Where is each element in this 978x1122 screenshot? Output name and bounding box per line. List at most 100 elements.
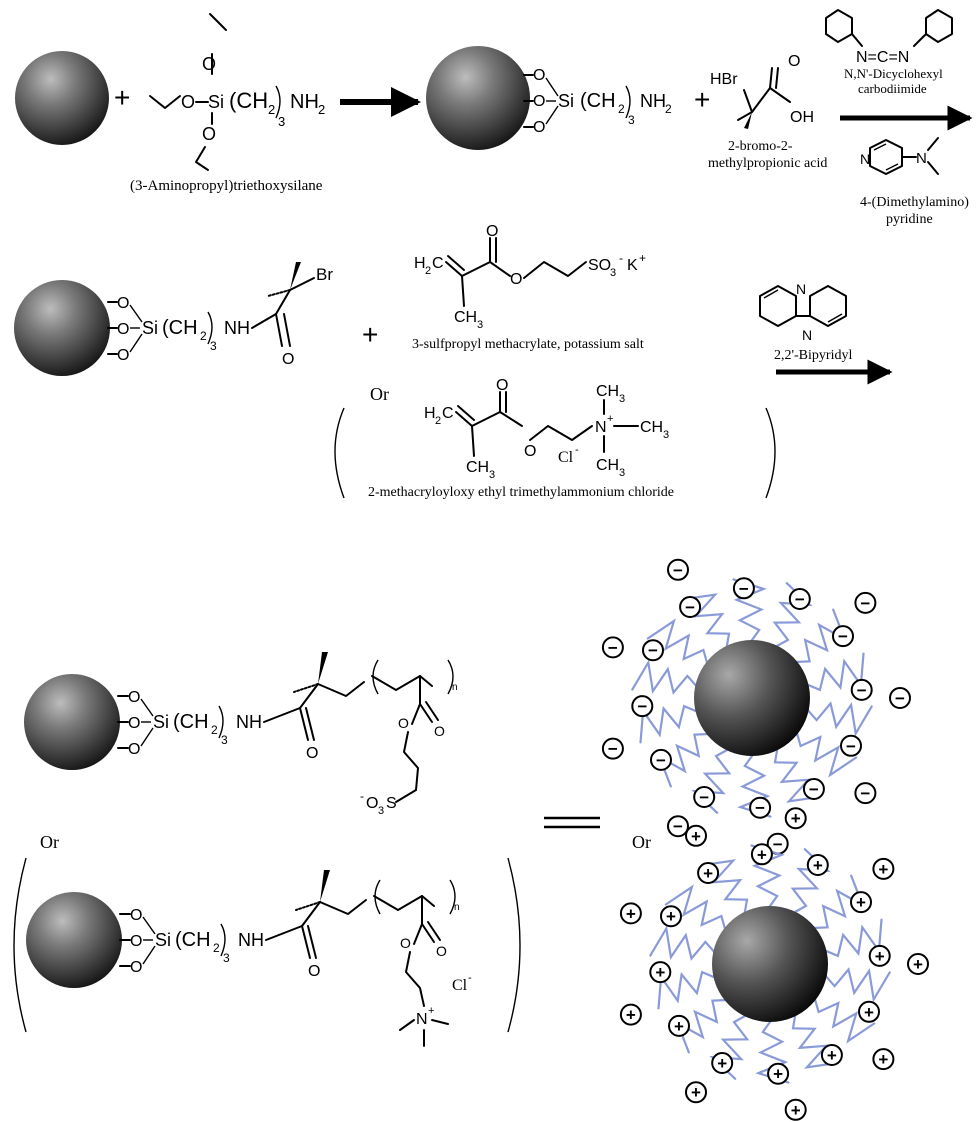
- cation-charge-circle: [711, 1052, 734, 1074]
- svg-text:3: 3: [619, 393, 625, 405]
- anionic-brush-schematic: −−−−−−−−−−−−−−−−−−−−: [601, 558, 911, 855]
- svg-text:CH: CH: [596, 383, 619, 400]
- bromo-acid-label-line2: methylpropionic acid: [708, 156, 827, 171]
- svg-text:O: O: [282, 351, 294, 368]
- monomer-a-label: 3-sulfpropyl methacrylate, potassium sal…: [412, 337, 644, 352]
- anion-charge-circle: [854, 782, 877, 805]
- anion-charge-symbol: −: [685, 598, 695, 617]
- anion-charge-symbol: −: [673, 561, 683, 580]
- cation-charge-circle: [685, 824, 707, 847]
- cation-chain: [813, 996, 876, 1044]
- aptes-structure: O O Si O (CH 2 3 NH 2: [149, 13, 325, 171]
- svg-text:O: O: [181, 92, 195, 112]
- cation-chain: [709, 1013, 750, 1080]
- svg-text:O: O: [128, 715, 140, 732]
- anion-chain: [631, 659, 699, 695]
- or-separator-left: Or: [40, 832, 59, 852]
- cation-charge-symbol: +: [791, 1101, 801, 1120]
- anionic-brush-particle-structure: O O O Si (CH 2 3 NH O n O O - O 3 S: [24, 652, 458, 817]
- anion-chain: [773, 746, 822, 803]
- trimethylammonium-methacrylate-structure: H 2 C CH 3 O O N + CH 3 CH 3 CH 3 Cl -: [424, 377, 669, 481]
- cationic-brush-particle-structure: O O O Si (CH 2 3 NH O n O O N + Cl: [26, 870, 472, 1047]
- cation-chain: [700, 859, 749, 916]
- anion-charge-symbol: −: [895, 689, 905, 708]
- or-separator-right: Or: [632, 832, 651, 852]
- svg-text:3: 3: [278, 114, 285, 129]
- cation-charge-circle: [668, 1014, 690, 1037]
- anion-charge-symbol: −: [755, 799, 765, 818]
- cation-charge-symbol: +: [827, 1046, 837, 1065]
- svg-text:O: O: [202, 54, 216, 74]
- anion-charge-circle: [601, 636, 624, 659]
- svg-text:HBr: HBr: [710, 71, 738, 88]
- cation-charge-circle: [767, 1062, 790, 1085]
- svg-text:O: O: [524, 443, 536, 460]
- svg-text:+: +: [428, 1005, 434, 1017]
- cation-charge-symbol: +: [791, 809, 801, 828]
- svg-text:O: O: [128, 689, 140, 706]
- cation-chain: [791, 1012, 840, 1069]
- cation-charge-circle: [697, 862, 720, 884]
- svg-text:2: 2: [665, 102, 672, 116]
- cation-charge-circle: [649, 961, 672, 984]
- svg-text:O: O: [533, 119, 545, 136]
- svg-text:NH: NH: [236, 712, 262, 732]
- cation-charge-symbol: +: [691, 827, 701, 846]
- svg-text:O: O: [117, 347, 129, 364]
- anion-charge-circle: [631, 695, 654, 718]
- cation-charge-circle: [872, 857, 895, 880]
- svg-text:O: O: [117, 295, 129, 312]
- cation-charge-symbol: +: [691, 1083, 701, 1102]
- anion-charge-circle: [788, 588, 811, 610]
- bromo-acid-structure: HBr O OH: [710, 53, 814, 129]
- anion-charge-circle: [889, 687, 911, 709]
- dmap-label-line2: pyridine: [886, 212, 933, 227]
- bipyridyl-structure: N N: [759, 281, 847, 343]
- bracket-right-bottom: [507, 857, 521, 1033]
- anion-charge-circle: [667, 815, 689, 838]
- svg-text:Br: Br: [316, 265, 333, 284]
- cation-charge-symbol: +: [655, 963, 665, 982]
- cation-charge-circle: [619, 902, 642, 925]
- svg-text:O: O: [510, 271, 522, 288]
- svg-text:(CH: (CH: [175, 929, 211, 951]
- anion-charge-circle: [832, 625, 854, 648]
- cation-charge-symbol: +: [864, 1003, 874, 1022]
- svg-text:n: n: [452, 682, 458, 693]
- anion-charge-symbol: −: [699, 788, 709, 807]
- svg-text:2: 2: [213, 941, 220, 955]
- cation-charge-circle: [907, 953, 929, 975]
- svg-text:NH: NH: [238, 930, 264, 950]
- cation-charge-circle: [784, 807, 807, 830]
- dcc-label-line1: N,N'-Dicyclohexyl: [844, 66, 943, 81]
- cation-core: [712, 906, 828, 1022]
- svg-text:Si: Si: [155, 930, 171, 950]
- anion-chain: [682, 593, 731, 650]
- cation-charge-symbol: +: [626, 904, 636, 923]
- svg-text:N: N: [916, 150, 927, 167]
- svg-text:C: C: [442, 405, 454, 422]
- svg-text:O: O: [788, 53, 800, 70]
- svg-text:O: O: [306, 745, 318, 762]
- anion-charge-circle: [679, 596, 702, 618]
- svg-text:(CH: (CH: [580, 90, 616, 112]
- cation-charge-circle: [784, 1098, 807, 1121]
- cation-charge-symbol: +: [757, 845, 767, 864]
- svg-text:O: O: [202, 124, 216, 144]
- svg-text:N: N: [860, 151, 870, 167]
- cation-charge-circle: [850, 891, 872, 914]
- anion-charge-circle: [650, 748, 672, 771]
- svg-text:-: -: [575, 444, 579, 456]
- svg-text:2: 2: [211, 723, 218, 737]
- svg-text:NH: NH: [224, 318, 250, 338]
- silica-particle-bare: [15, 51, 109, 145]
- svg-text:C: C: [432, 255, 444, 272]
- svg-text:2: 2: [200, 329, 207, 343]
- cation-charge-symbol: +: [875, 947, 885, 966]
- cation-chain: [649, 925, 717, 961]
- cation-chain: [755, 1018, 790, 1084]
- svg-text:3: 3: [378, 805, 384, 817]
- bracket-left: [334, 407, 345, 499]
- svg-text:3: 3: [489, 469, 495, 481]
- anion-charge-symbol: −: [809, 780, 819, 799]
